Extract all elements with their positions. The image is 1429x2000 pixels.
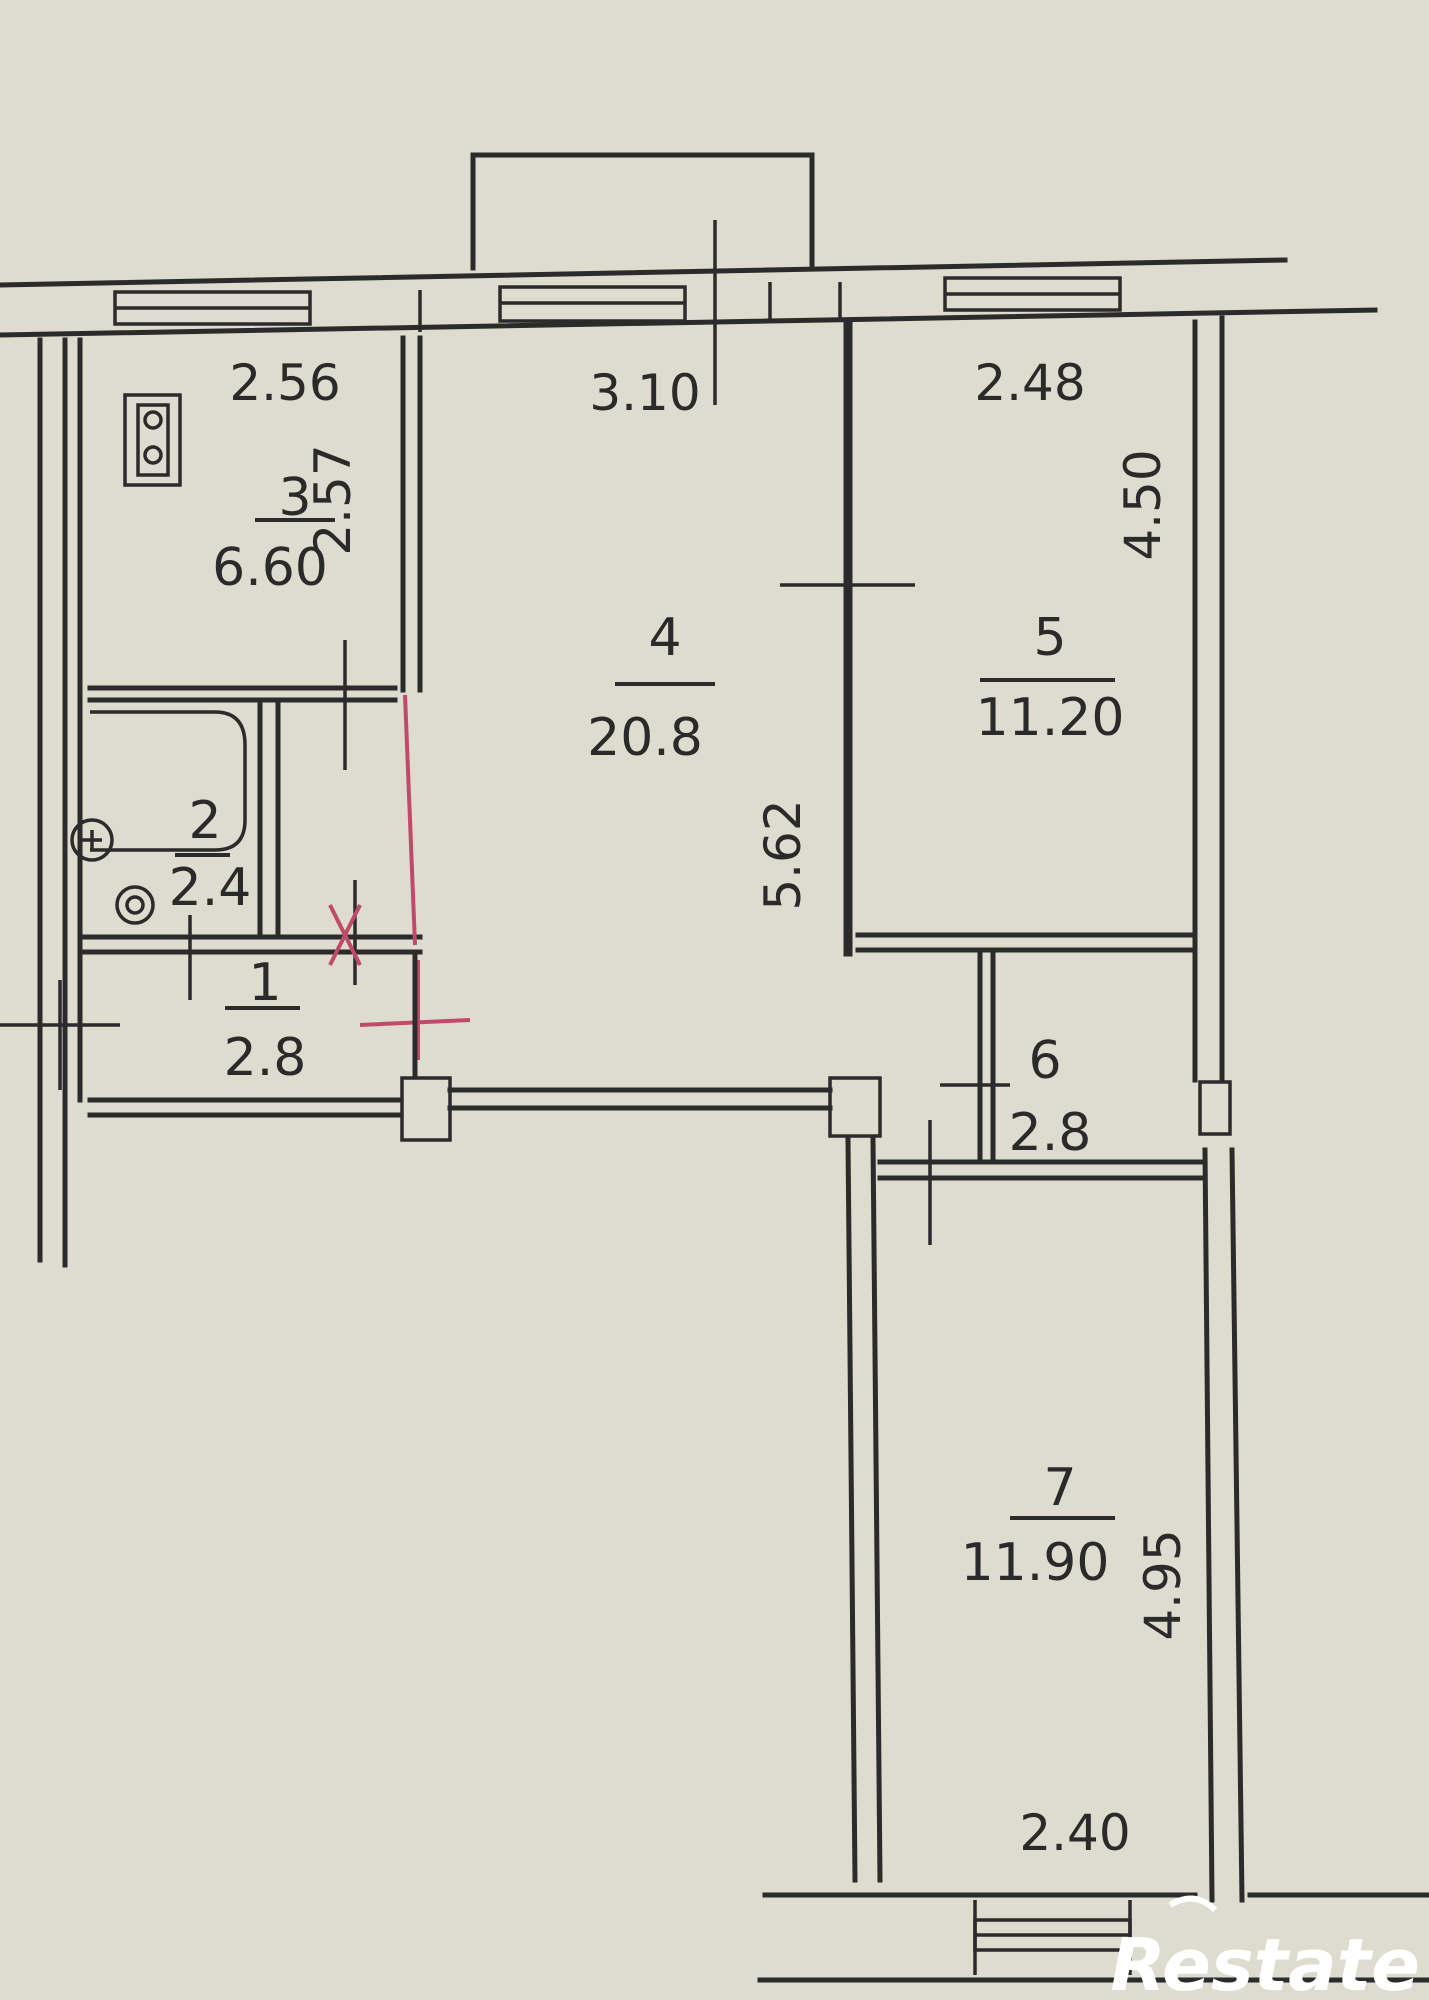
room-area: 2.4 — [169, 858, 252, 918]
dimension-room3-width: 2.56 — [229, 354, 340, 412]
bathroom — [70, 697, 281, 938]
window-room4 — [498, 285, 687, 323]
wall-room2-room1 — [82, 880, 423, 1000]
dimension-room7-width: 2.40 — [1019, 1804, 1130, 1862]
room-number: 1 — [248, 953, 281, 1013]
room-1-label: 1 2.8 — [224, 953, 307, 1088]
room-area: 6.60 — [212, 538, 328, 598]
room-5-label: 5 11.20 — [976, 608, 1125, 748]
restate-logo: Restate — [1110, 1895, 1420, 2000]
room-number: 3 — [278, 468, 311, 528]
room-area: 2.8 — [224, 1028, 307, 1088]
room6-walls — [877, 952, 1205, 1245]
room-2-label: 2 2.4 — [169, 791, 252, 918]
dimension-room5-width: 2.48 — [974, 354, 1085, 412]
outer-wall-left — [0, 337, 120, 1268]
room-number: 6 — [1028, 1031, 1061, 1091]
dimension-room4-width: 3.10 — [589, 364, 700, 422]
watermark-text: Restate — [1110, 1923, 1420, 2000]
toilet-icon — [115, 885, 155, 925]
window-room3 — [113, 290, 312, 326]
window-room7 — [973, 1918, 1132, 1952]
dimension-room4-length: 5.62 — [754, 799, 812, 910]
wall-room3-room4 — [400, 335, 423, 693]
stove-icon — [123, 393, 182, 487]
room-3-label: 3 6.60 — [212, 468, 328, 598]
balcony — [470, 152, 815, 405]
wall-room1-bottom — [87, 949, 882, 1142]
room-number: 5 — [1033, 608, 1066, 668]
room-area: 11.20 — [976, 688, 1125, 748]
room-4-label: 4 20.8 — [587, 608, 703, 768]
room-number: 7 — [1043, 1458, 1076, 1518]
outer-wall-right — [1192, 315, 1429, 1903]
room-6-label: 6 2.8 — [1009, 1031, 1092, 1163]
room-number: 2 — [188, 791, 221, 851]
room-area: 2.8 — [1009, 1103, 1092, 1163]
dimension-room3-length: 2.57 — [304, 444, 362, 555]
room-7-label: 7 11.90 — [961, 1458, 1110, 1593]
sink-icon — [70, 818, 114, 862]
outer-wall-top — [0, 257, 1378, 338]
dimension-room7-length: 4.95 — [1134, 1529, 1192, 1640]
dimension-room5-length: 4.50 — [1114, 449, 1172, 560]
room7-walls — [757, 1137, 1429, 1983]
room-area: 20.8 — [587, 708, 703, 768]
room-number: 4 — [648, 608, 681, 668]
wall-room3-room2 — [87, 640, 398, 770]
room-area: 11.90 — [961, 1533, 1110, 1593]
wall-room4-room5 — [780, 321, 1195, 957]
window-room5 — [943, 276, 1122, 312]
